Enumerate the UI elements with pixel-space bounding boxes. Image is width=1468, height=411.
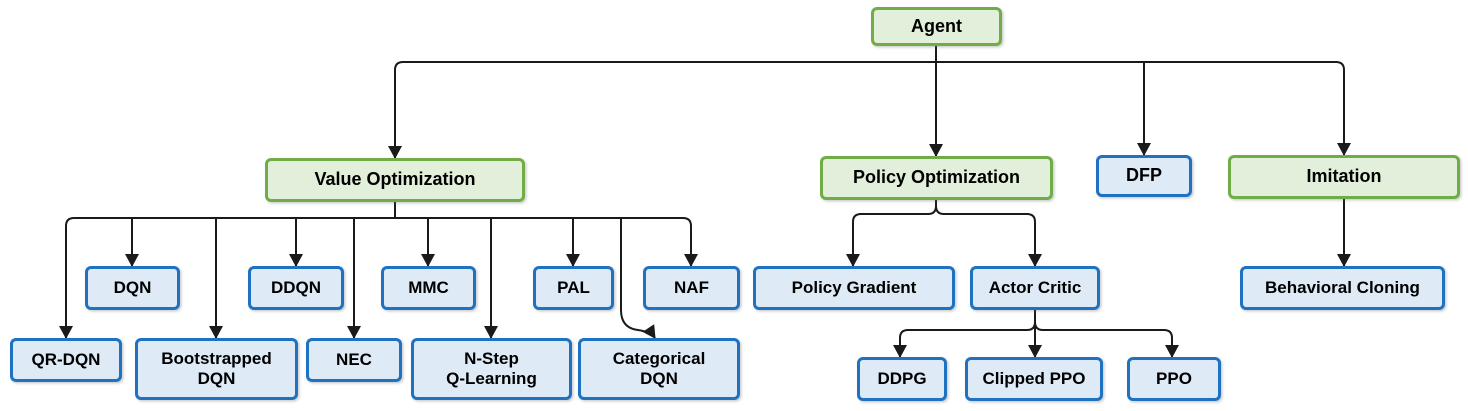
node-value-optimization: Value Optimization — [265, 158, 525, 202]
node-bootstrapped-dqn: Bootstrapped DQN — [135, 338, 298, 400]
node-policy-gradient: Policy Gradient — [753, 266, 955, 310]
node-dqn: DQN — [85, 266, 180, 310]
node-nec: NEC — [306, 338, 402, 382]
node-behavioral-cloning: Behavioral Cloning — [1240, 266, 1445, 310]
node-ppo: PPO — [1127, 357, 1221, 401]
node-ddpg: DDPG — [857, 357, 947, 401]
node-qr-dqn: QR-DQN — [10, 338, 122, 382]
node-policy-optimization: Policy Optimization — [820, 156, 1053, 200]
node-agent: Agent — [871, 7, 1002, 46]
node-n-step-q-learning: N-Step Q-Learning — [411, 338, 572, 400]
node-clipped-ppo: Clipped PPO — [965, 357, 1103, 401]
node-pal: PAL — [533, 266, 614, 310]
node-categorical-dqn: Categorical DQN — [578, 338, 740, 400]
node-dfp: DFP — [1096, 155, 1192, 197]
node-actor-critic: Actor Critic — [970, 266, 1100, 310]
node-mmc: MMC — [381, 266, 476, 310]
node-imitation: Imitation — [1228, 155, 1460, 199]
node-naf: NAF — [643, 266, 740, 310]
node-ddqn: DDQN — [248, 266, 344, 310]
